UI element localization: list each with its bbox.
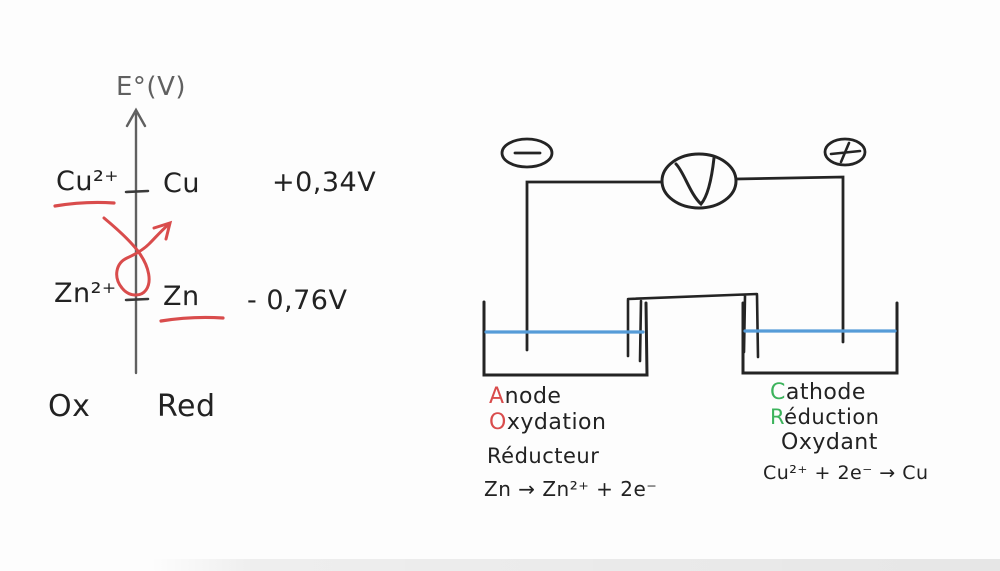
progress-bar[interactable] bbox=[150, 559, 1000, 571]
couple-cu-reductant: Cu bbox=[163, 168, 200, 199]
oxidant-label: Oxydant bbox=[781, 430, 878, 455]
positive-terminal-icon bbox=[823, 137, 867, 167]
anode-initial: A bbox=[489, 384, 505, 409]
tick-zn bbox=[124, 297, 150, 302]
couple-zn-potential: - 0,76V bbox=[247, 285, 348, 316]
column-red-label: Red bbox=[157, 389, 216, 424]
cathode-half-equation: Cu²⁺ + 2e⁻ → Cu bbox=[763, 462, 929, 484]
right-wire-electrode bbox=[734, 175, 845, 344]
underline-cu2plus bbox=[53, 200, 116, 208]
oxidation-rest: xydation bbox=[506, 410, 607, 435]
oxidation-initial: O bbox=[489, 410, 507, 435]
anode-rest: node bbox=[504, 384, 562, 409]
tick-cu bbox=[124, 189, 150, 194]
cathode-rest: athode bbox=[785, 380, 866, 405]
reduction-initial: R bbox=[770, 405, 785, 429]
couple-zn-oxidant: Zn²⁺ bbox=[54, 278, 117, 309]
beakers bbox=[482, 292, 899, 377]
left-beaker bbox=[482, 300, 649, 377]
negative-terminal-icon bbox=[500, 137, 554, 169]
exchange-arrow bbox=[102, 216, 170, 297]
axis-label: E°(V) bbox=[116, 72, 187, 102]
circuit bbox=[500, 137, 867, 352]
electrolyte-levels bbox=[484, 329, 897, 334]
potential-axis bbox=[124, 107, 150, 375]
cathode-initial: C bbox=[770, 380, 786, 405]
couple-cu-potential: +0,34V bbox=[272, 167, 377, 198]
cathode-label: Cathode bbox=[770, 382, 866, 404]
anode-half-equation: Zn → Zn²⁺ + 2e⁻ bbox=[484, 477, 658, 501]
left-wire-electrode bbox=[525, 180, 664, 352]
plus-icon bbox=[829, 141, 862, 164]
voltmeter-needle-v bbox=[674, 156, 716, 207]
reduction-label: Réduction bbox=[770, 407, 880, 428]
red-annotations bbox=[53, 200, 225, 323]
right-beaker bbox=[741, 301, 899, 375]
exchange-arrowhead bbox=[152, 220, 173, 241]
underline-zn bbox=[159, 315, 225, 323]
couple-cu-oxidant: Cu²⁺ bbox=[56, 166, 120, 197]
voltmeter-icon bbox=[660, 152, 738, 210]
couple-zn-reductant: Zn bbox=[163, 281, 200, 312]
column-ox-label: Ox bbox=[48, 389, 91, 424]
oxidation-label: Oxydation bbox=[489, 412, 606, 434]
anode-label: Anode bbox=[489, 386, 561, 408]
reducer-label: Réducteur bbox=[487, 444, 600, 468]
reduction-rest: éduction bbox=[784, 405, 880, 429]
